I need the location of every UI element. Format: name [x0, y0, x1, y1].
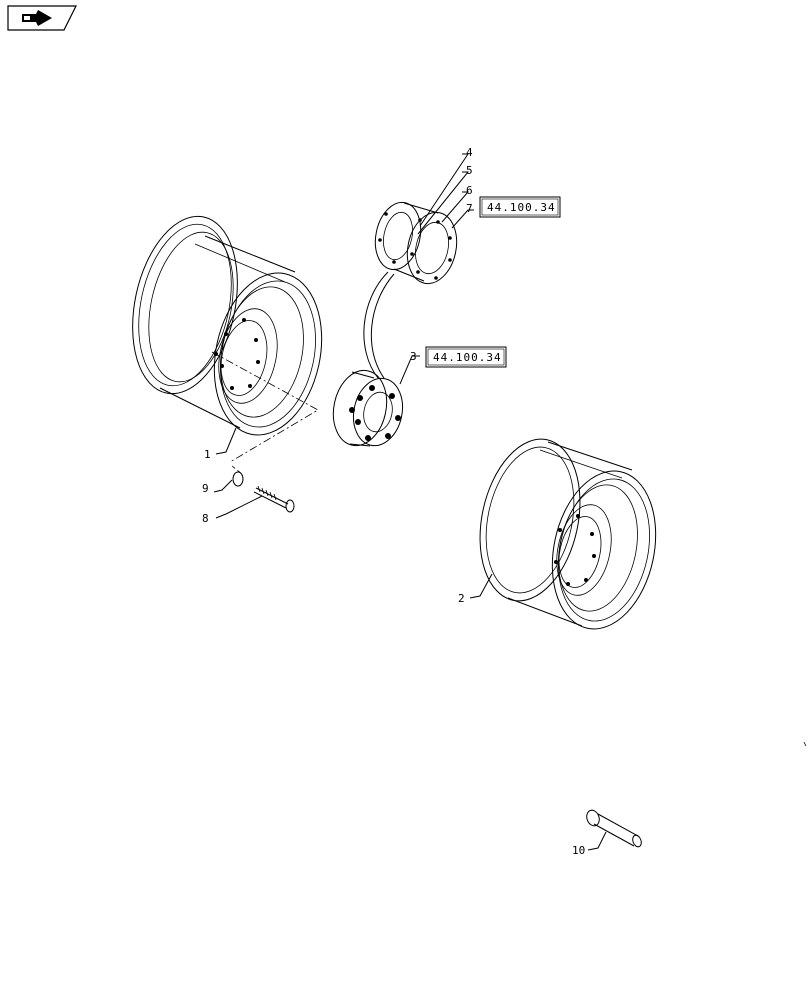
callout-8: 8: [202, 512, 209, 525]
callout-10: 10: [572, 844, 585, 857]
callout-5: 5: [466, 164, 473, 177]
reference-label: 44.100.34: [433, 351, 502, 364]
reference-link-1[interactable]: 44.100.34: [479, 196, 561, 218]
alignment-line: [211, 351, 319, 463]
wheel-rim-2: [479, 438, 657, 630]
callout-4: 4: [466, 146, 473, 159]
pin-10: [586, 809, 642, 848]
callout-1: 1: [204, 448, 211, 461]
callout-2: 2: [458, 592, 465, 605]
callout-3: 3: [410, 350, 417, 363]
callout-7: 7: [466, 202, 473, 215]
bolt-8: [253, 485, 295, 513]
connector-curve: [363, 271, 389, 379]
page-mark: [803, 741, 807, 747]
nav-button[interactable]: [7, 5, 77, 31]
connector-curve: [370, 273, 395, 379]
wheel-rim-1: [132, 215, 323, 436]
reference-label: 44.100.34: [487, 201, 556, 214]
callout-9: 9: [202, 482, 209, 495]
spacer-assembly: [374, 201, 458, 285]
washer-9: [232, 471, 244, 487]
reference-link-2[interactable]: 44.100.34: [425, 346, 507, 368]
page-turn-arrow-icon: [22, 10, 52, 26]
leader-lines: [213, 153, 607, 851]
wheel-hub-3: [332, 369, 404, 447]
callout-6: 6: [466, 184, 473, 197]
